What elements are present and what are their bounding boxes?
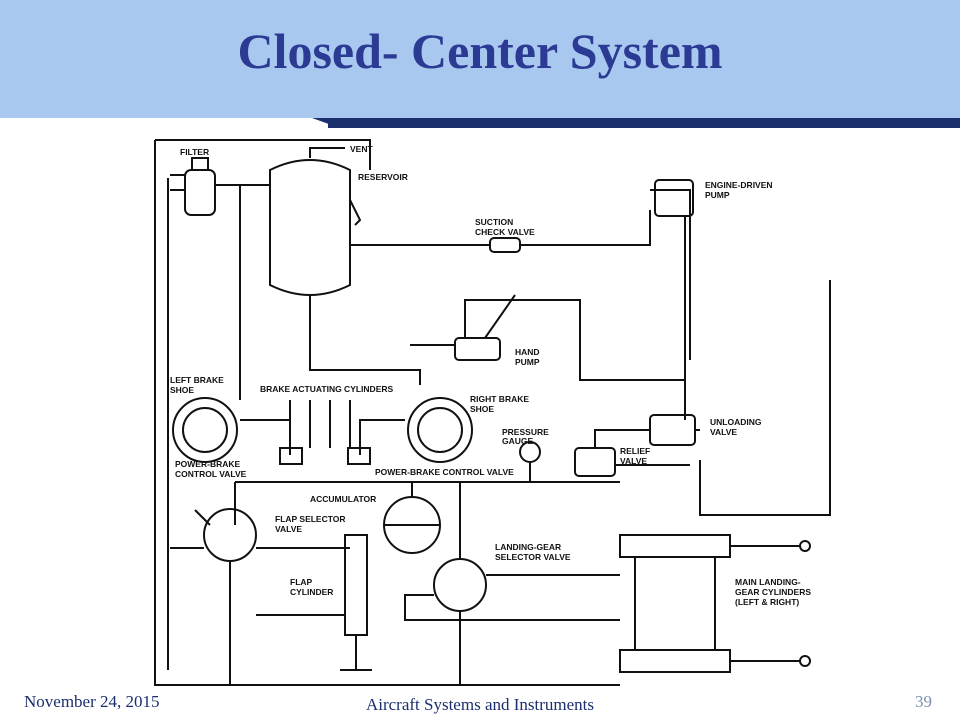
return-line-top	[155, 139, 371, 170]
title-bar	[0, 0, 960, 118]
footer-title: Aircraft Systems and Instruments	[365, 695, 595, 714]
hand-pump-icon	[410, 294, 685, 381]
label-suction-2: CHECK VALVE	[475, 227, 535, 237]
label-brake-cylinders: BRAKE ACTUATING CYLINDERS	[260, 384, 393, 394]
brake-control-valves	[279, 400, 371, 465]
return-line-far-right	[699, 280, 831, 516]
slide-title: Closed- Center System	[237, 23, 723, 79]
relief-valve-icon	[574, 429, 690, 477]
hydraulic-schematic: FILTER VENT RESERVOIR ENGINE-DRIVEN PUMP…	[140, 130, 840, 690]
label-power-brake-left-2: CONTROL VALVE	[175, 469, 247, 479]
label-main-gear: MAIN LANDING-	[735, 577, 801, 587]
landing-gear-selector-icon	[404, 482, 620, 685]
label-engine-pump-2: PUMP	[705, 190, 730, 200]
label-pressure-gauge: PRESSURE	[502, 427, 549, 437]
label-hand-pump-2: PUMP	[515, 357, 540, 367]
unloading-valve-icon	[649, 414, 700, 446]
label-relief-valve: RELIEF	[620, 446, 650, 456]
label-flap-selector-2: VALVE	[275, 524, 302, 534]
header-accent-notch	[312, 118, 340, 128]
label-filter: FILTER	[180, 147, 209, 157]
flap-cylinder-icon	[256, 534, 372, 671]
label-hand-pump: HAND	[515, 347, 540, 357]
label-flap-cylinder: FLAP	[290, 577, 313, 587]
footer-date: November 24, 2015	[24, 692, 160, 711]
label-right-brake-2: SHOE	[470, 404, 494, 414]
label-main-gear-3: (LEFT & RIGHT)	[735, 597, 799, 607]
header-accent-strip	[328, 118, 960, 128]
label-unloading-valve: UNLOADING	[710, 417, 762, 427]
label-reservoir: RESERVOIR	[358, 172, 408, 182]
reservoir-icon	[269, 147, 490, 385]
label-main-gear-2: GEAR CYLINDERS	[735, 587, 811, 597]
label-power-brake-right: POWER-BRAKE CONTROL VALVE	[375, 467, 514, 477]
label-unloading-valve-2: VALVE	[710, 427, 737, 437]
label-accumulator: ACCUMULATOR	[310, 494, 376, 504]
left-brake-icon	[172, 397, 291, 463]
label-relief-valve-2: VALVE	[620, 456, 647, 466]
return-line-right	[650, 189, 691, 360]
page-number: 39	[915, 692, 932, 711]
accumulator-icon	[383, 482, 441, 554]
label-pressure-gauge-2: GAUGE	[502, 436, 534, 446]
label-left-brake-2: SHOE	[170, 385, 194, 395]
label-suction: SUCTION	[475, 217, 513, 227]
right-brake-icon	[359, 397, 473, 463]
label-engine-pump: ENGINE-DRIVEN	[705, 180, 773, 190]
label-flap-cylinder-2: CYLINDER	[290, 587, 333, 597]
label-landing-gear-selector: LANDING-GEAR	[495, 542, 561, 552]
filter-icon	[170, 157, 270, 216]
label-landing-gear-selector-2: SELECTOR VALVE	[495, 552, 571, 562]
label-left-brake: LEFT BRAKE	[170, 375, 224, 385]
label-right-brake: RIGHT BRAKE	[470, 394, 529, 404]
label-vent: VENT	[350, 144, 373, 154]
check-valve-icon	[489, 210, 651, 253]
engine-pump-icon	[654, 179, 694, 420]
label-power-brake-left: POWER-BRAKE	[175, 459, 240, 469]
return-line-left	[154, 140, 620, 686]
pressure-gauge-icon	[519, 441, 541, 482]
flap-selector-icon	[170, 508, 350, 685]
main-gear-cylinders-icon	[619, 534, 811, 673]
label-flap-selector: FLAP SELECTOR	[275, 514, 346, 524]
